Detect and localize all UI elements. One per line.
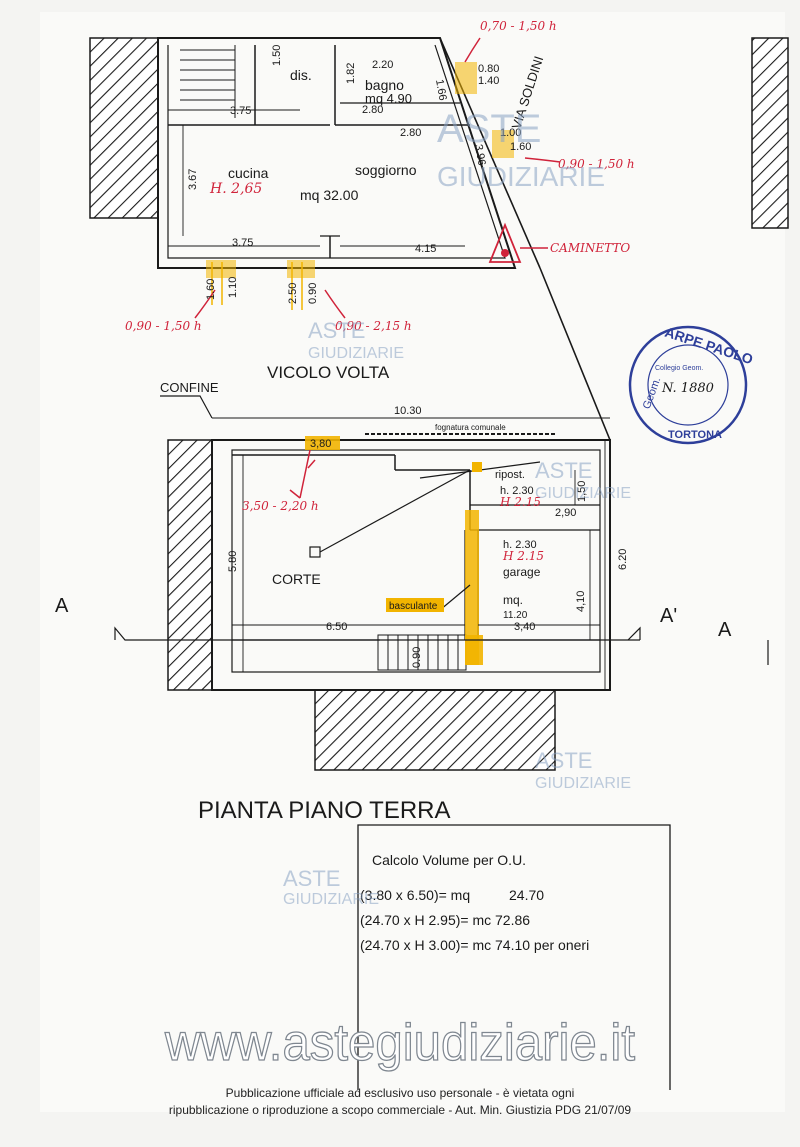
section-line [114, 626, 769, 665]
watermark-aste-4: ASTE [535, 748, 592, 773]
watermark-aste-5: ASTE [283, 866, 340, 891]
dim-1-82: 1.82 [345, 63, 357, 84]
watermark-giudiziarie-5: GIUDIZIARIE [283, 891, 379, 908]
note-height-2-65: H. 2,65 [209, 181, 262, 197]
volume-title: Calcolo Volume per O.U. [372, 852, 526, 868]
dim-2-20: 2.20 [372, 59, 393, 71]
dim-4-10: 4,10 [575, 591, 587, 612]
dim-3-75-b: 3.75 [232, 237, 253, 249]
watermark-aste-2: ASTE [308, 318, 365, 343]
dim-2-90: 2,90 [555, 507, 576, 519]
confine-marker [160, 395, 213, 419]
dim-0-80-a: 0.80 [478, 63, 499, 75]
volume-line-3: (24.70 x H 3.00)= mc 74.10 per oneri [360, 937, 589, 953]
dim-1-66: 1.66 [433, 78, 449, 101]
dim-6-20: 6.20 [617, 549, 629, 570]
note-window-0-90-right: 0,90 - 1,50 h [558, 157, 635, 171]
dim-1-60-b: 1.60 [205, 279, 217, 300]
room-soggiorno-label: soggiorno [355, 162, 417, 178]
section-a-prime: A' [660, 605, 677, 627]
dim-1-60-a: 1.60 [510, 141, 531, 153]
dim-3-96: 3.96 [472, 143, 488, 166]
hatched-wall-top-right [751, 37, 789, 229]
dim-1-00: 1.00 [500, 127, 521, 139]
watermark-giudiziarie-3: GIUDIZIARIE [535, 485, 631, 502]
section-a-right: A [718, 619, 732, 641]
footer-line-2: ripubblicazione o riproduzione a scopo c… [168, 1103, 632, 1117]
note-window-0-90-left: 0,90 - 1,50 h [125, 319, 202, 333]
room-garage-mq-label: mq. [503, 593, 523, 607]
room-corte-label: CORTE [272, 571, 321, 587]
watermark-aste-3: ASTE [535, 458, 592, 483]
volume-box: Calcolo Volume per O.U. (3.80 x 6.50)= m… [357, 824, 671, 1090]
windows-upper [206, 62, 514, 310]
dim-6-50: 6.50 [326, 621, 347, 633]
dim-2-80-a: 2.80 [362, 104, 383, 116]
watermark-giudiziarie-2: GIUDIZIARIE [308, 345, 404, 362]
watermarks: ASTE GIUDIZIARIE ASTE GIUDIZIARIE ASTE G… [163, 107, 636, 1073]
red-annotation-lines [194, 37, 561, 499]
dim-0-90-a: 0.90 [307, 283, 319, 304]
fognatura-label: fognatura comunale [435, 423, 506, 432]
dim-2-50: 2.50 [287, 283, 299, 304]
dimension-lines [168, 109, 610, 690]
dim-0-90-b: 0.90 [411, 647, 423, 668]
watermark-site: www.astegiudiziarie.it [164, 1014, 635, 1072]
note-caminetto: CAMINETTO [550, 241, 630, 255]
room-bagno-area: mq 4.90 [365, 91, 412, 106]
dim-3-67: 3.67 [187, 169, 199, 190]
plan-title: PIANTA PIANO TERRA [198, 797, 451, 824]
street-vicolo-volta: VICOLO VOLTA [267, 363, 390, 382]
room-dis-label: dis. [290, 67, 312, 83]
caminetto-symbol [488, 222, 548, 263]
paper-sheet [40, 12, 785, 1112]
room-soggiorno-area: mq 32.00 [300, 187, 359, 203]
stamp-number: N. 1880 [661, 381, 714, 396]
dim-4-15: 4.15 [415, 243, 436, 255]
hatched-wall-court-left [167, 439, 213, 691]
dim-3-80: 3,80 [310, 438, 331, 450]
dim-2-80-b: 2.80 [400, 127, 421, 139]
note-ripost-height: H 2.15 [499, 495, 541, 509]
note-window-0-90-mid: 0,90 - 2,15 h [335, 319, 412, 333]
dim-10-30: 10.30 [394, 405, 422, 417]
note-3-50: 3,50 - 2,20 h [242, 499, 319, 513]
dim-1-10: 1.10 [227, 277, 239, 298]
volume-line-2: (24.70 x H 2.95)= mc 72.86 [360, 912, 530, 928]
volume-line-1: (3.80 x 6.50)= mq 24.70 [360, 887, 544, 903]
height-garage: h. 2.30 [503, 539, 537, 551]
note-window-0-70: 0,70 - 1,50 h [480, 19, 557, 33]
basculante-label: basculante [389, 601, 438, 612]
dim-3-75-a: 3.75 [230, 105, 251, 117]
room-bagno-label: bagno [365, 77, 404, 93]
dim-1-40: 1.40 [478, 75, 499, 87]
hatched-wall-top-left [89, 37, 159, 219]
watermark-giudiziarie-4: GIUDIZIARIE [535, 775, 631, 792]
room-garage-area: 11.20 [503, 610, 528, 621]
watermark-giudiziarie-1: GIUDIZIARIE [437, 161, 605, 192]
watermark-aste-1: ASTE [437, 107, 541, 151]
confine-label: CONFINE [160, 380, 219, 395]
note-garage-height: H 2.15 [502, 549, 544, 563]
dim-1-50-b: 1,50 [576, 481, 588, 502]
stamp-city: TORTONA [668, 429, 722, 441]
stamp-inner: Collegio Geom. [655, 365, 703, 372]
section-a-left: A [55, 595, 69, 617]
dim-5-80: 5.80 [227, 551, 239, 572]
room-cucina-label: cucina [228, 165, 269, 181]
garage-highlights [305, 436, 483, 665]
height-ripost: h. 2.30 [500, 485, 534, 497]
room-ripost-label: ripost. [495, 469, 525, 481]
basculante-highlight [386, 598, 444, 612]
footer-line-1: Pubblicazione ufficiale ad esclusivo uso… [225, 1086, 575, 1100]
room-garage-label: garage [503, 565, 541, 579]
dim-3-40: 3,40 [514, 621, 535, 633]
hatched-wall-bottom [314, 689, 556, 771]
dim-1-50-a: 1.50 [271, 45, 283, 66]
